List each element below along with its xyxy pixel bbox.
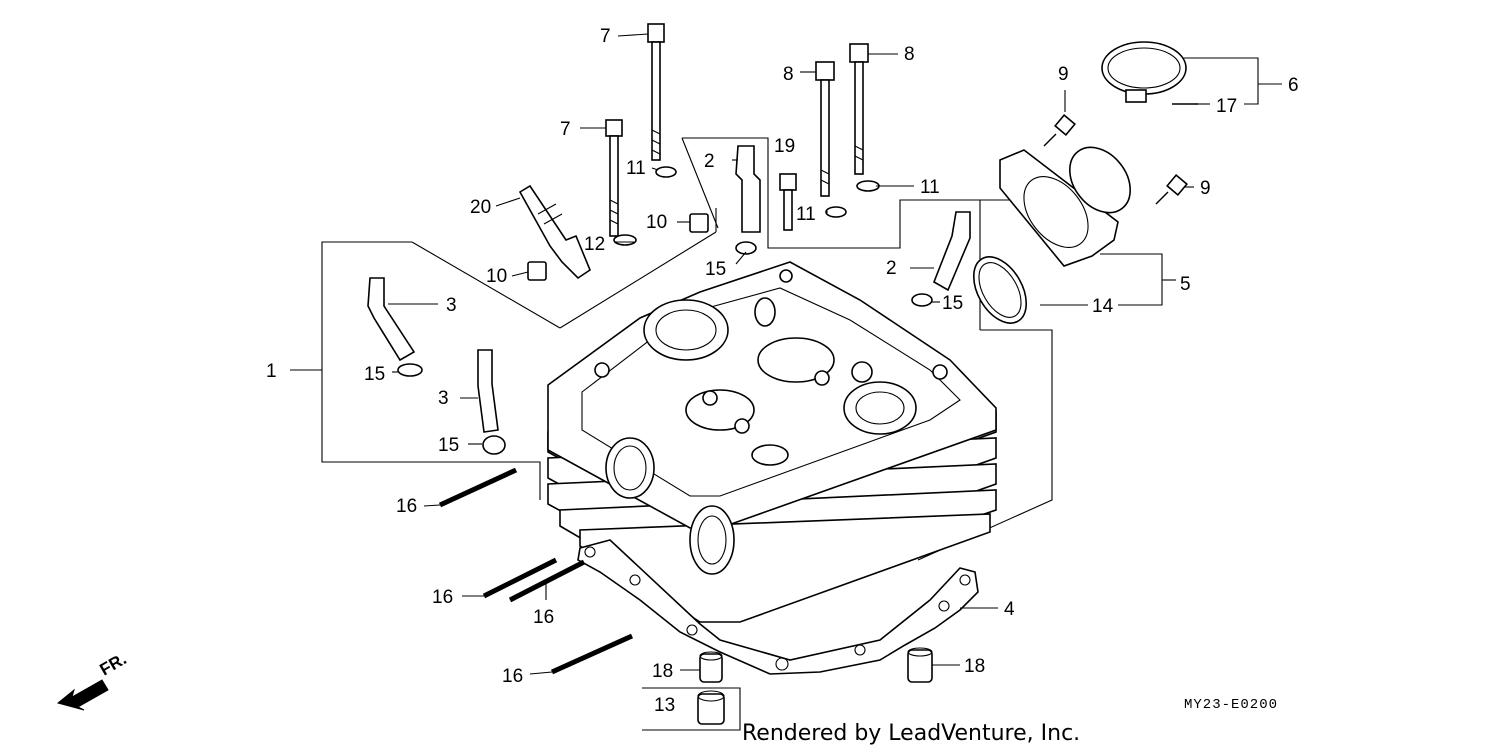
callout-15: 15 bbox=[705, 259, 726, 280]
bolt-8-right bbox=[849, 43, 869, 175]
diagram-code: MY23-E0200 bbox=[1184, 697, 1278, 713]
callout-14: 14 bbox=[1092, 296, 1114, 317]
callout-15: 15 bbox=[364, 364, 385, 385]
callout-11: 11 bbox=[920, 177, 940, 198]
band-clamp bbox=[1101, 41, 1198, 105]
cylinder-head bbox=[547, 261, 997, 675]
leader-lines bbox=[388, 33, 1210, 675]
callout-7: 7 bbox=[560, 119, 571, 140]
callout-8: 8 bbox=[904, 44, 915, 65]
callout-17: 17 bbox=[1216, 96, 1237, 117]
front-label: FR. bbox=[97, 649, 130, 679]
arrow-icon bbox=[56, 679, 109, 711]
callout-16: 16 bbox=[533, 607, 554, 628]
callout-10: 10 bbox=[646, 212, 667, 233]
callout-9: 9 bbox=[1058, 64, 1069, 85]
washers bbox=[397, 166, 933, 455]
callout-16: 16 bbox=[396, 496, 417, 517]
dowels bbox=[697, 647, 933, 725]
screws-9 bbox=[1043, 114, 1188, 205]
studs bbox=[438, 467, 634, 675]
callout-9: 9 bbox=[1200, 178, 1211, 199]
callout-11: 11 bbox=[626, 158, 646, 179]
bolt-7-left bbox=[605, 119, 623, 237]
callout-18: 18 bbox=[652, 661, 673, 682]
nuts bbox=[527, 213, 709, 281]
callout-3: 3 bbox=[438, 388, 449, 409]
bolt-19 bbox=[779, 173, 797, 231]
callout-16: 16 bbox=[502, 666, 523, 687]
callout-2: 2 bbox=[704, 151, 715, 172]
insulator bbox=[972, 146, 1131, 324]
callout-2: 2 bbox=[886, 258, 897, 279]
callout-10: 10 bbox=[486, 266, 507, 287]
callout-4: 4 bbox=[1004, 599, 1015, 620]
spark-plug bbox=[518, 184, 591, 280]
callout-13: 13 bbox=[654, 695, 675, 716]
callout-7: 7 bbox=[600, 26, 611, 47]
callout-3: 3 bbox=[446, 295, 457, 316]
bolt-8-left bbox=[815, 61, 835, 197]
pipe-joints bbox=[367, 145, 971, 433]
callout-6: 6 bbox=[1288, 75, 1299, 96]
callouts: 7 7 8 8 9 9 6 17 2 2 19 11 11 11 20 12 1… bbox=[266, 26, 1299, 716]
callout-8: 8 bbox=[783, 64, 794, 85]
callout-18: 18 bbox=[964, 656, 985, 677]
callout-15: 15 bbox=[438, 435, 459, 456]
callout-19: 19 bbox=[774, 136, 795, 157]
bolt-7-top bbox=[647, 23, 665, 161]
callout-15: 15 bbox=[942, 293, 963, 314]
callout-12: 12 bbox=[584, 234, 605, 255]
credit-text: Rendered by LeadVenture, Inc. bbox=[742, 721, 1080, 746]
callout-1: 1 bbox=[266, 361, 277, 382]
callout-11: 11 bbox=[796, 204, 816, 225]
group-bracket-lines bbox=[290, 57, 1282, 731]
callout-5: 5 bbox=[1180, 274, 1191, 295]
callout-16: 16 bbox=[432, 587, 453, 608]
callout-20: 20 bbox=[470, 197, 491, 218]
front-direction-marker: FR. bbox=[56, 649, 130, 711]
